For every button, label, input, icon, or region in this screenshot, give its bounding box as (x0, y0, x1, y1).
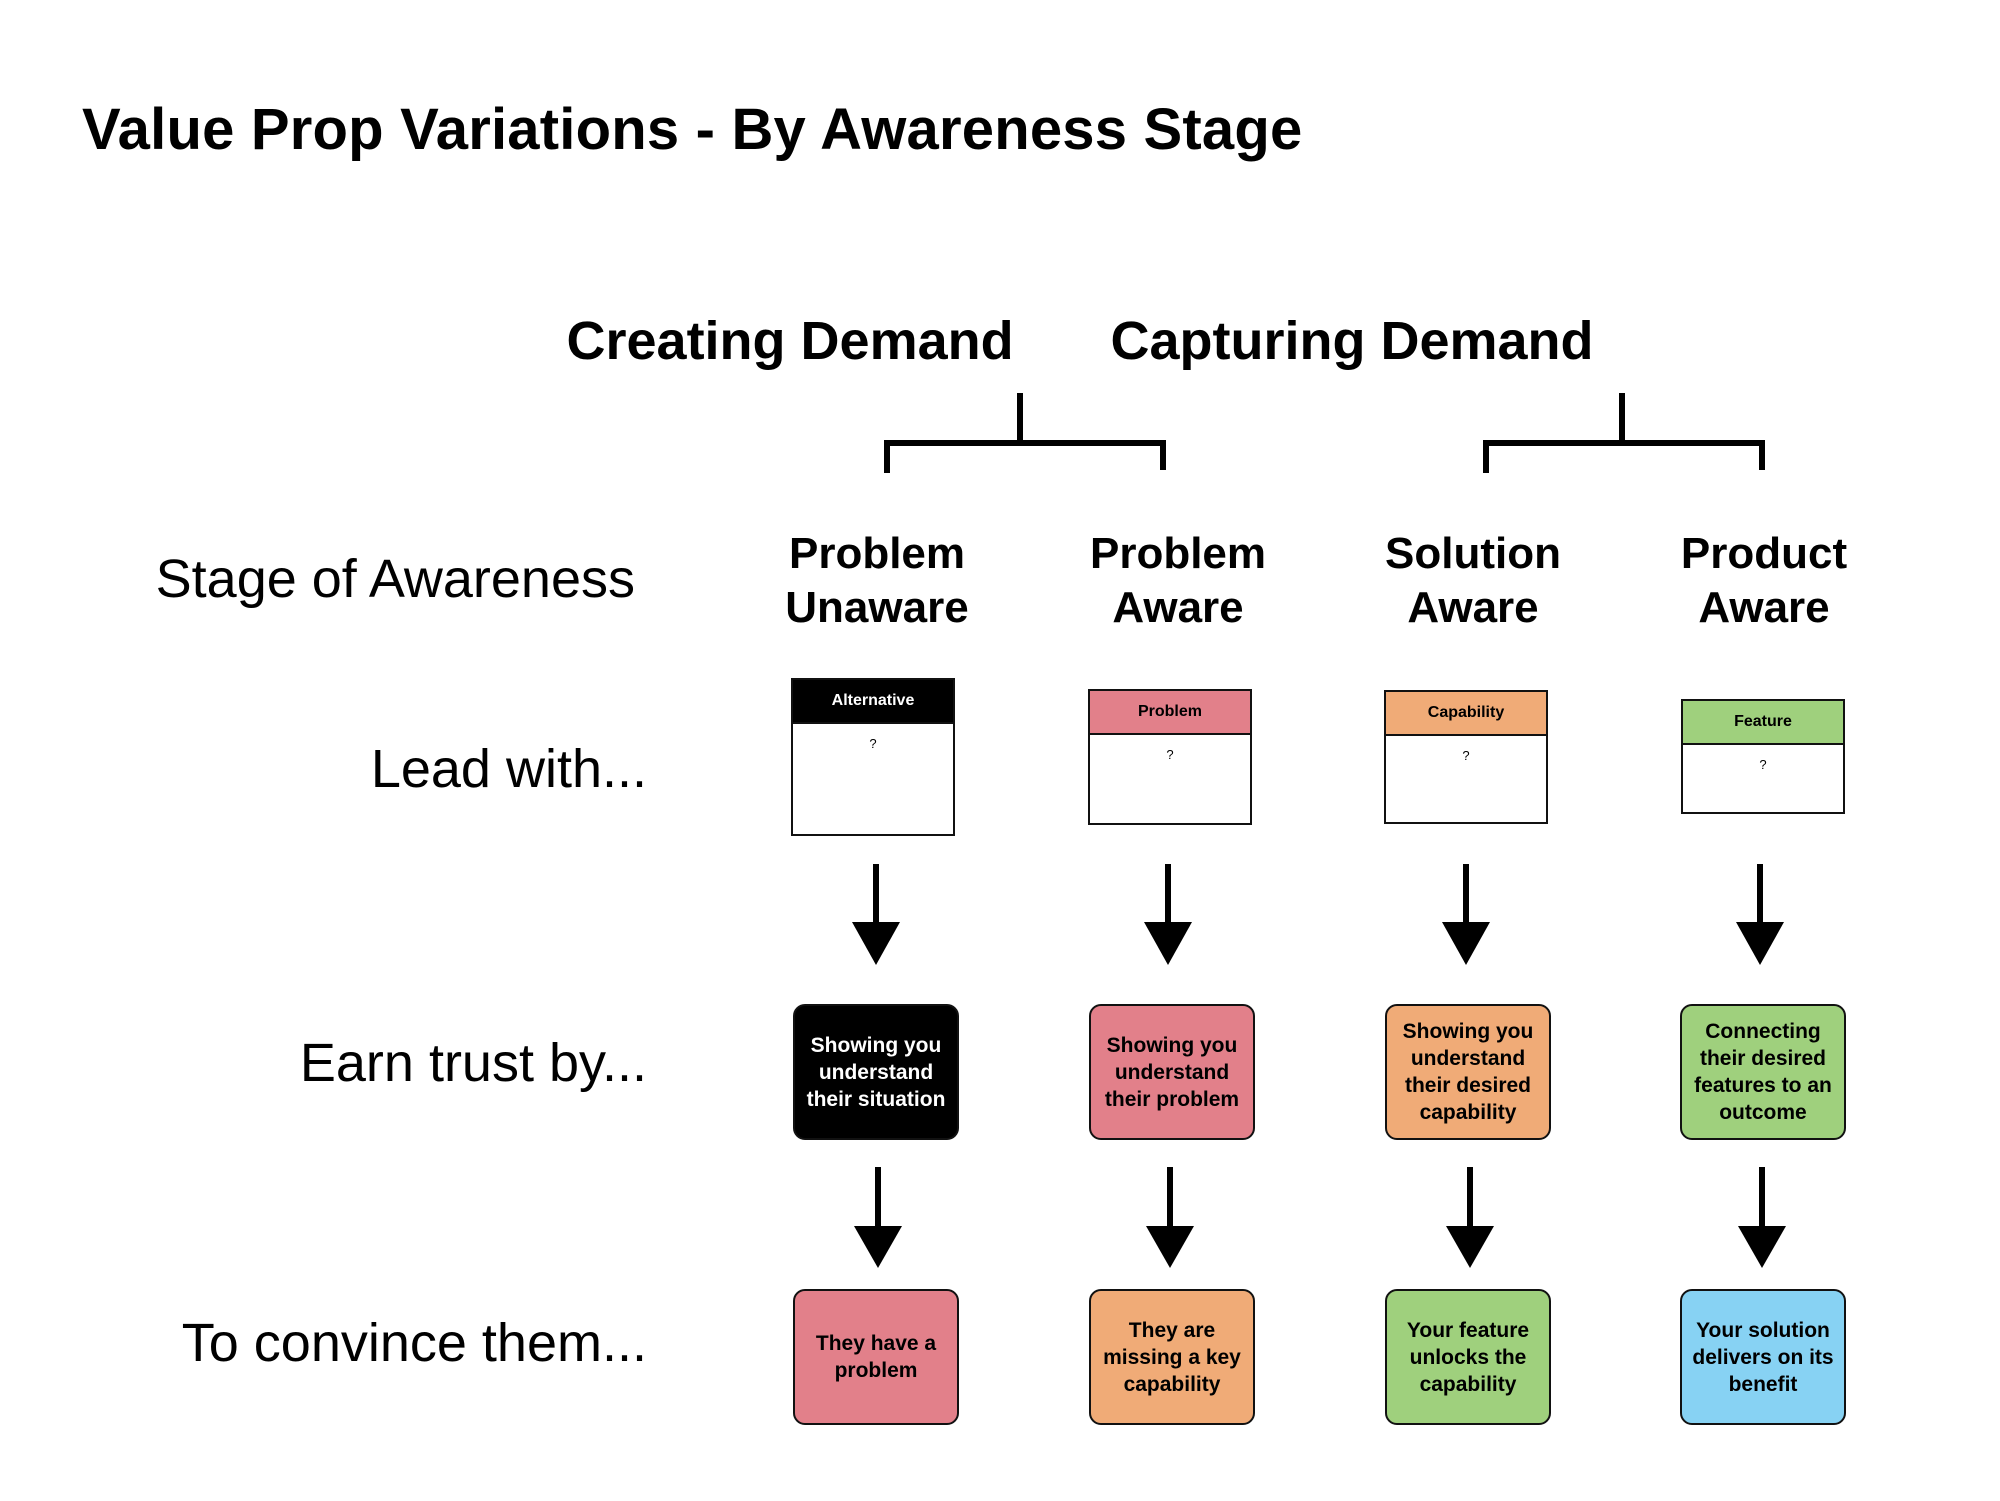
lead-card-header: Feature (1683, 701, 1843, 745)
earn-box-problem: Showing you understand their problem (1089, 1004, 1255, 1140)
lead-card-header: Alternative (793, 680, 953, 724)
lead-card-problem: Problem ? (1088, 689, 1252, 825)
row-label-earn: Earn trust by... (299, 1033, 647, 1093)
lead-card-header: Problem (1090, 691, 1250, 735)
arrow-head-3a (1442, 922, 1490, 965)
page-title: Value Prop Variations - By Awareness Sta… (82, 97, 1303, 162)
group-title-creating-demand: Creating Demand (566, 311, 1014, 371)
stage-line-1: Problem (788, 529, 966, 578)
convince-box-problem: They have a problem (793, 1289, 959, 1425)
arrow-head-1a (852, 922, 900, 965)
stage-heading-product-aware: Product Aware (1634, 527, 1894, 635)
stage-line-1: Product (1680, 529, 1848, 578)
convince-box-benefit: Your solution delivers on its benefit (1680, 1289, 1846, 1425)
lead-card-body: ? (1166, 747, 1174, 762)
convince-box-feature: Your feature unlocks the capability (1385, 1289, 1551, 1425)
stage-line-2: Aware (1698, 583, 1830, 632)
arrow-head-2a (1144, 922, 1192, 965)
earn-box-situation: Showing you understand their situation (793, 1004, 959, 1140)
stage-line-2: Unaware (785, 583, 969, 632)
stage-line-2: Aware (1112, 583, 1244, 632)
stage-heading-problem-aware: Problem Aware (1048, 527, 1308, 635)
arrow-head-4a (1736, 922, 1784, 965)
arrow-head-4b (1738, 1226, 1786, 1268)
lead-card-alternative: Alternative ? (791, 678, 955, 836)
lead-card-body: ? (869, 736, 877, 751)
lead-card-header: Capability (1386, 692, 1546, 736)
bracket-capturing-demand (1483, 393, 1765, 473)
row-label-lead: Lead with... (370, 739, 647, 799)
group-title-capturing-demand: Capturing Demand (1110, 311, 1594, 371)
stage-heading-solution-aware: Solution Aware (1343, 527, 1603, 635)
earn-box-capability: Showing you understand their desired cap… (1385, 1004, 1551, 1140)
bracket-creating-demand (884, 393, 1166, 473)
stage-line-1: Problem (1089, 529, 1267, 578)
lead-card-body: ? (1462, 748, 1470, 763)
earn-box-outcome: Connecting their desired features to an … (1680, 1004, 1846, 1140)
stage-line-1: Solution (1385, 529, 1561, 578)
arrow-head-1b (854, 1226, 902, 1268)
stage-heading-problem-unaware: Problem Unaware (747, 527, 1007, 635)
arrow-head-3b (1446, 1226, 1494, 1268)
lead-card-capability: Capability ? (1384, 690, 1548, 824)
lead-card-body: ? (1759, 757, 1767, 772)
row-label-convince: To convince them... (181, 1313, 647, 1373)
arrow-head-2b (1146, 1226, 1194, 1268)
lead-card-feature: Feature ? (1681, 699, 1845, 814)
convince-box-capability: They are missing a key capability (1089, 1289, 1255, 1425)
row-label-stage: Stage of Awareness (155, 549, 635, 609)
stage-line-2: Aware (1407, 583, 1539, 632)
